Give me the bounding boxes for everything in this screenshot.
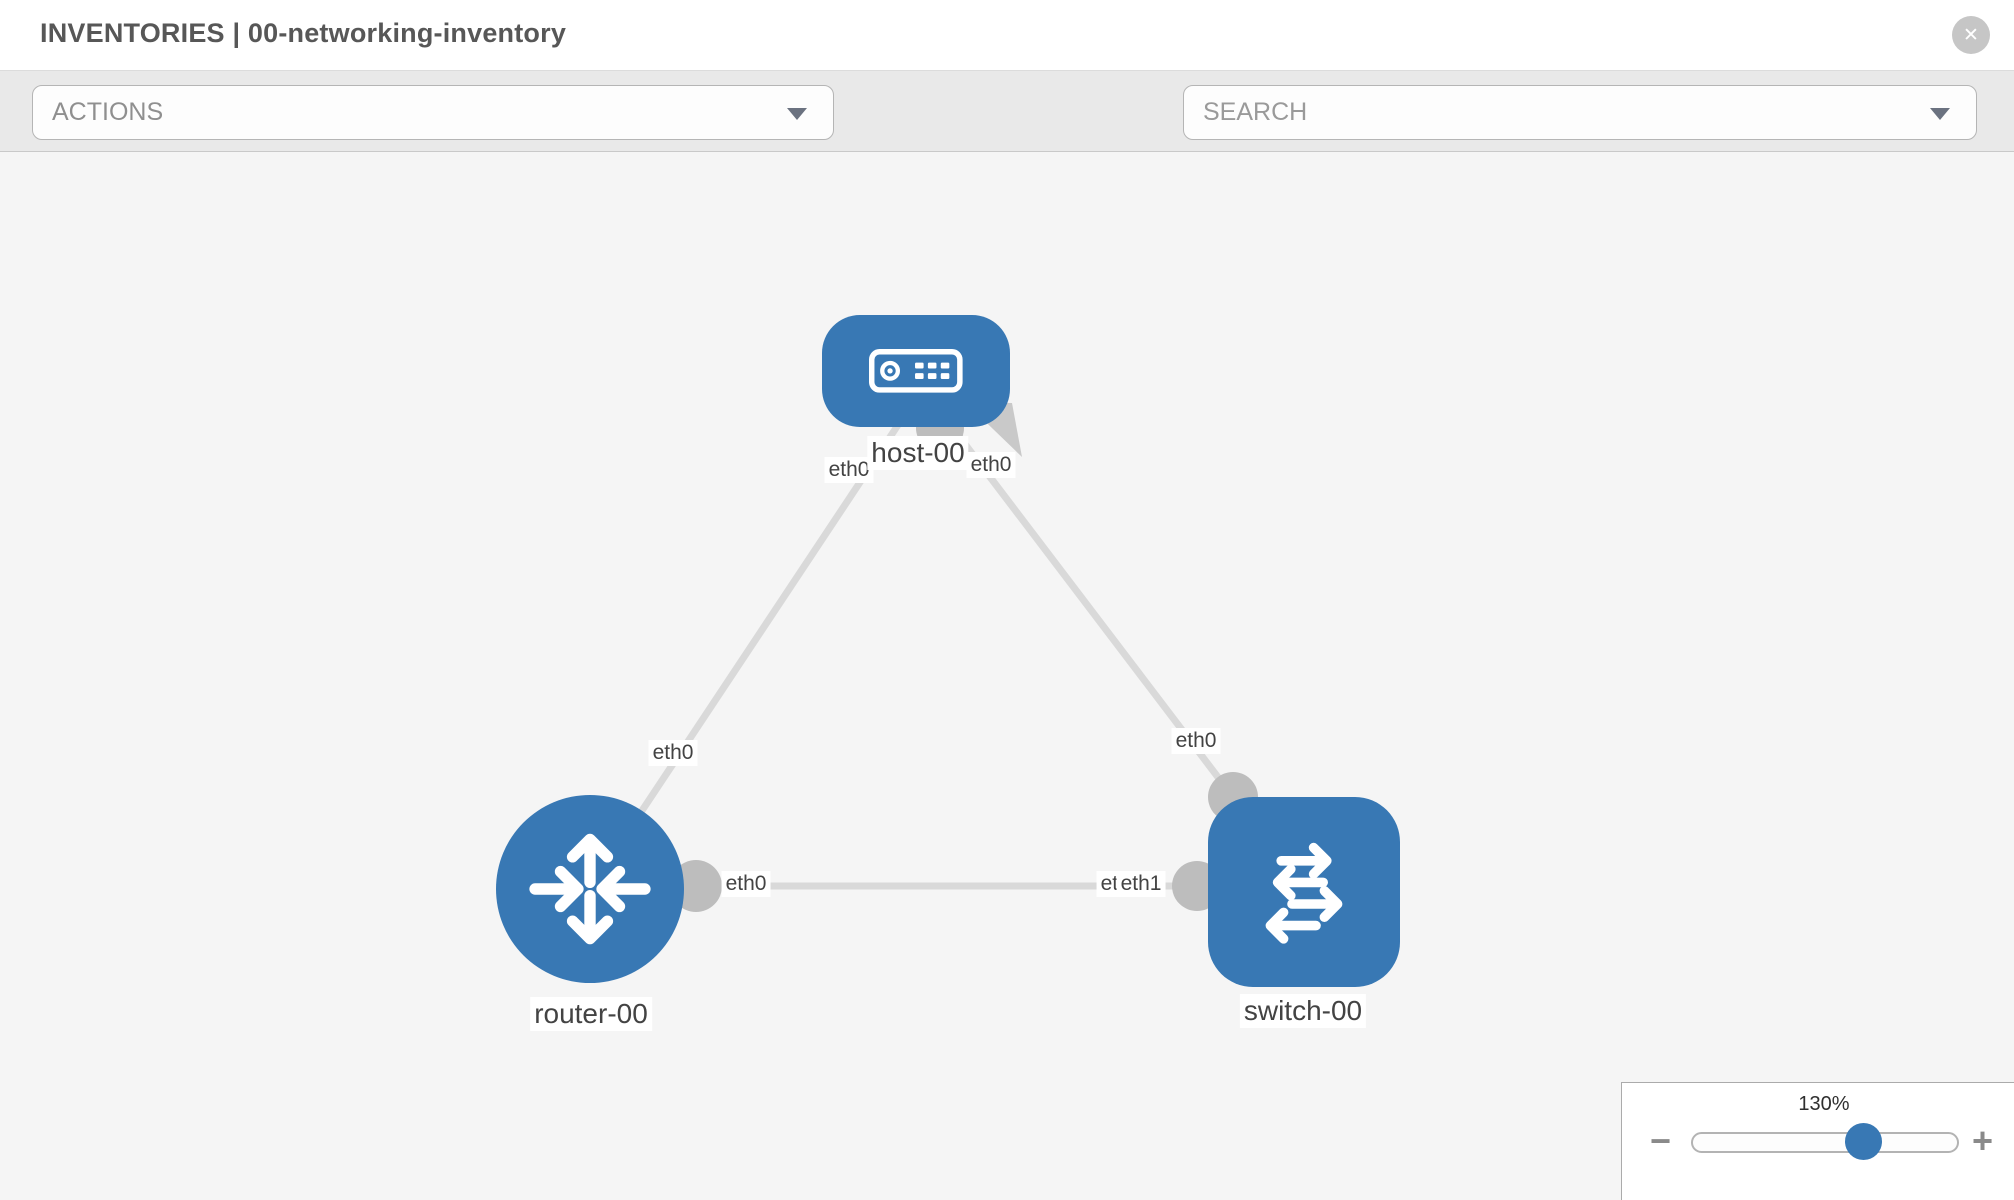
interface-label-switch-upper: eth0 — [1171, 728, 1221, 754]
interface-label-switch-mid-b: eth1 — [1116, 871, 1166, 897]
search-dropdown — [1183, 85, 1977, 140]
node-router[interactable] — [496, 795, 684, 983]
zoom-panel: 130% − + — [1621, 1082, 2014, 1200]
node-host[interactable] — [822, 315, 1010, 427]
host-icon — [869, 349, 963, 393]
close-button[interactable]: ✕ — [1952, 16, 1990, 54]
router-icon — [529, 833, 651, 945]
node-label-host: host-00 — [867, 436, 969, 470]
node-label-router: router-00 — [530, 997, 652, 1031]
node-label-switch: switch-00 — [1239, 994, 1367, 1028]
topology-canvas[interactable]: host-00 router-00 switch-00 eth0 eth0 et… — [0, 152, 2014, 1200]
interface-label-router-upper: eth0 — [648, 740, 698, 766]
page-title: INVENTORIES | 00-networking-inventory — [40, 18, 567, 48]
plus-icon: + — [1972, 1120, 1994, 1161]
actions-dropdown-label: ACTIONS — [52, 98, 164, 126]
interface-label-router-mid: eth0 — [721, 871, 771, 897]
interface-label-host-left: eth0 — [824, 457, 874, 483]
actions-dropdown[interactable]: ACTIONS — [32, 85, 834, 140]
chevron-down-icon — [787, 108, 807, 120]
close-icon: ✕ — [1963, 24, 1979, 46]
zoom-in-button[interactable]: + — [1972, 1121, 1993, 1161]
search-input[interactable] — [1203, 86, 1883, 139]
switch-icon — [1265, 842, 1343, 944]
node-switch[interactable] — [1208, 797, 1400, 987]
interface-label-host-right: eth0 — [966, 452, 1016, 478]
toolbar: ACTIONS — [0, 70, 2014, 206]
header: INVENTORIES | 00-networking-inventory ✕ — [0, 0, 2014, 70]
zoom-slider-track[interactable] — [1691, 1132, 1959, 1153]
zoom-slider-thumb[interactable] — [1845, 1123, 1882, 1160]
minus-icon: − — [1650, 1120, 1672, 1161]
zoom-out-button[interactable]: − — [1650, 1121, 1671, 1161]
chevron-down-icon — [1930, 108, 1950, 120]
zoom-level: 130% — [1798, 1093, 1850, 1115]
